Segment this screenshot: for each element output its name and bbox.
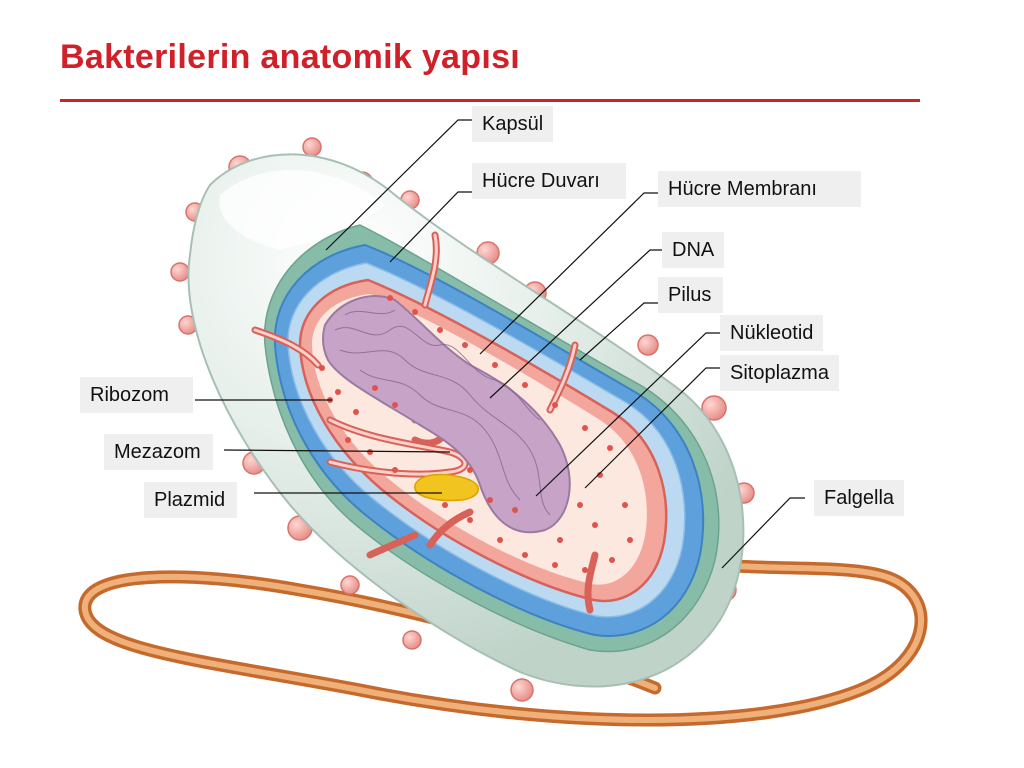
pilus-knob — [510, 678, 534, 702]
pilus-knob — [637, 334, 659, 356]
title-underline — [60, 99, 920, 102]
label-mezazom: Mezazom — [104, 434, 213, 470]
pilus-knob — [170, 262, 190, 282]
pilus-knob — [402, 630, 422, 650]
label-nukleotid: Nükleotid — [720, 315, 824, 351]
slide-title: Bakterilerin anatomik yapısı — [60, 38, 521, 76]
dna-strands — [334, 309, 551, 516]
label-kapsul: Kapsül — [472, 106, 554, 142]
label-dna: DNA — [662, 232, 725, 268]
pilus-knob — [701, 395, 727, 421]
plasmid — [414, 473, 480, 502]
ribosomes — [319, 295, 633, 573]
label-ribozom: Ribozom — [80, 377, 193, 413]
label-plazmid: Plazmid — [144, 482, 238, 518]
dna-nucleoid — [322, 295, 571, 534]
label-hucre-membrani: Hücre Membranı — [658, 171, 861, 207]
label-falgella: Falgella — [814, 480, 905, 516]
label-hucre-duvari: Hücre Duvarı — [472, 163, 626, 199]
pilus-knob — [340, 575, 360, 595]
flagellum — [78, 533, 928, 727]
pointer-lines — [195, 119, 805, 569]
label-sitoplazma: Sitoplazma — [720, 355, 839, 391]
pilus-knob — [302, 137, 322, 157]
label-pilus: Pilus — [658, 277, 724, 313]
